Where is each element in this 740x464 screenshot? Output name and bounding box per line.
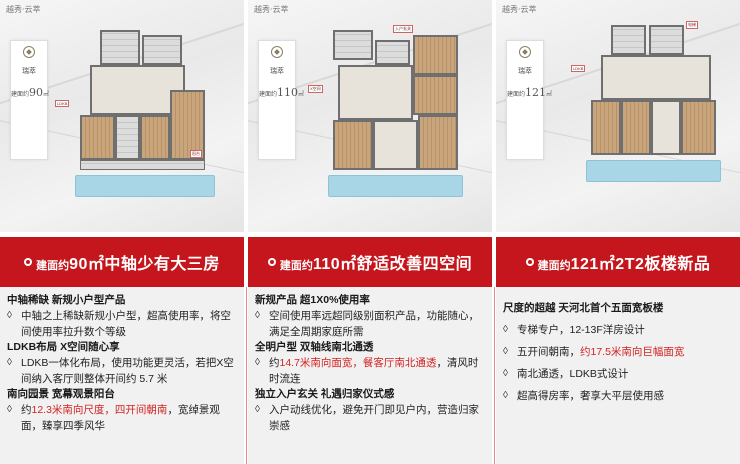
floorplan-drawing: X空间 入户玄关 — [308, 25, 483, 200]
banner-title: 110㎡舒适改善四空间 — [312, 256, 473, 273]
diamond-icon: ◊ — [7, 404, 12, 415]
feature-item: ◊南北通透，LDKB式设计 — [503, 368, 629, 380]
floorplan-image-121: 越秀·云萃 瑞萃 建面约121㎡ LDKB 电梯 — [496, 0, 740, 232]
unit-card: 瑞萃 建面约121㎡ — [506, 40, 553, 160]
banner-prefix: 建面约 — [279, 259, 313, 272]
divider — [245, 287, 247, 464]
diamond-icon: ◊ — [7, 310, 12, 321]
panel-121: 越秀·云萃 瑞萃 建面约121㎡ LDKB 电梯 建面约 121㎡2T2板楼新品… — [496, 0, 740, 464]
floorplan-drawing: LDKB 阳台 — [55, 30, 215, 200]
diamond-icon: ◊ — [7, 357, 12, 368]
unit-card: 瑞萃 建面约90㎡ — [10, 40, 50, 160]
project-emblem-icon — [23, 46, 35, 58]
feature-item: ◊中轴之上稀缺新规小户型，超高使用率，将空间使用率拉升数个等级 — [7, 310, 231, 338]
diamond-icon: ◊ — [503, 390, 508, 401]
feature-heading: 独立入户玄关 礼遇归家仪式感 — [255, 388, 395, 400]
unit-size: 建面约90㎡ — [11, 86, 50, 99]
diamond-icon: ◊ — [503, 368, 508, 379]
feature-item: ◊约14.7米南向面宽，餐客厅南北通透，清风时时流连 — [255, 357, 479, 385]
bullet-icon — [267, 258, 276, 266]
diamond-icon: ◊ — [255, 357, 260, 368]
feature-item: ◊约12.3米南向尺度，四开间朝南，宽绰景观面，臻享四季风华 — [7, 404, 220, 432]
feature-heading: 中轴稀缺 新规小户型产品 — [7, 294, 126, 306]
banner-prefix: 建面约 — [537, 259, 571, 272]
feature-heading: 南向园景 宽幕观景阳台 — [7, 388, 115, 400]
unit-size: 建面约121㎡ — [507, 86, 553, 99]
feature-list: 尺度的超越 天河北首个五面宽板楼 ◊专梯专户，12-13F洋房设计 ◊五开间朝南… — [496, 287, 740, 464]
banner-prefix: 建面约 — [36, 259, 70, 272]
headline-banner: 建面约 121㎡2T2板楼新品 — [496, 237, 740, 287]
feature-item: ◊入户动线优化，避免开门即见户内，营造归家崇感 — [255, 404, 479, 432]
diamond-icon: ◊ — [503, 346, 508, 357]
panel-90: 越秀·云萃 瑞萃 建面约90㎡ LDKB 阳台 建面约 90㎡中轴少有大三房 中… — [0, 0, 244, 464]
headline-banner: 建面约 90㎡中轴少有大三房 — [0, 237, 244, 287]
banner-title: 90㎡中轴少有大三房 — [69, 256, 220, 273]
feature-heading: 尺度的超越 天河北首个五面宽板楼 — [503, 302, 664, 314]
unit-name: 瑞萃 — [22, 68, 36, 75]
brand-logo: 越秀·云萃 — [6, 5, 41, 14]
unit-card: 瑞萃 建面约110㎡ — [258, 40, 305, 160]
feature-heading: 新规产品 超1X0%使用率 — [255, 294, 370, 306]
feature-list: 中轴稀缺 新规小户型产品 ◊中轴之上稀缺新规小户型，超高使用率，将空间使用率拉升… — [0, 287, 244, 464]
feature-list: 新规产品 超1X0%使用率 ◊空间使用率远超同级别面积产品，功能随心，满足全周期… — [248, 287, 492, 464]
unit-name: 瑞萃 — [270, 68, 284, 75]
diamond-icon: ◊ — [503, 324, 508, 335]
feature-item: ◊LDKB一体化布局，使用功能更灵活，若把X空间纳入客厅则整体开间约 5.7 米 — [7, 357, 234, 385]
project-emblem-icon — [271, 46, 283, 58]
unit-name: 瑞萃 — [518, 68, 532, 75]
floorplan-drawing: LDKB 电梯 — [571, 21, 731, 195]
feature-item: ◊超高得房率，奢享大平层使用感 — [503, 390, 664, 402]
feature-item: ◊专梯专户，12-13F洋房设计 — [503, 324, 645, 336]
floorplan-image-110: 越秀·云萃 瑞萃 建面约110㎡ X空间 入户玄关 — [248, 0, 492, 232]
brand-logo: 越秀·云萃 — [254, 5, 289, 14]
project-emblem-icon — [519, 46, 531, 58]
feature-heading: LDKB布局 X空间随心享 — [7, 341, 120, 353]
diamond-icon: ◊ — [255, 404, 260, 415]
unit-size: 建面约110㎡ — [259, 86, 305, 99]
divider — [493, 287, 495, 464]
panel-110: 越秀·云萃 瑞萃 建面约110㎡ X空间 入户玄关 建面约 110㎡舒适改善四空… — [248, 0, 492, 464]
brand-logo: 越秀·云萃 — [502, 5, 537, 14]
banner-title: 121㎡2T2板楼新品 — [570, 256, 711, 273]
feature-heading: 全明户型 双轴线南北通透 — [255, 341, 374, 353]
feature-item: ◊空间使用率远超同级别面积产品，功能随心，满足全周期家庭所需 — [255, 310, 479, 338]
bullet-icon — [525, 258, 534, 266]
bullet-icon — [24, 258, 33, 266]
floorplan-image-90: 越秀·云萃 瑞萃 建面约90㎡ LDKB 阳台 — [0, 0, 244, 232]
feature-item: ◊五开间朝南，约17.5米南向巨幅面宽 — [503, 346, 685, 358]
headline-banner: 建面约 110㎡舒适改善四空间 — [248, 237, 492, 287]
diamond-icon: ◊ — [255, 310, 260, 321]
